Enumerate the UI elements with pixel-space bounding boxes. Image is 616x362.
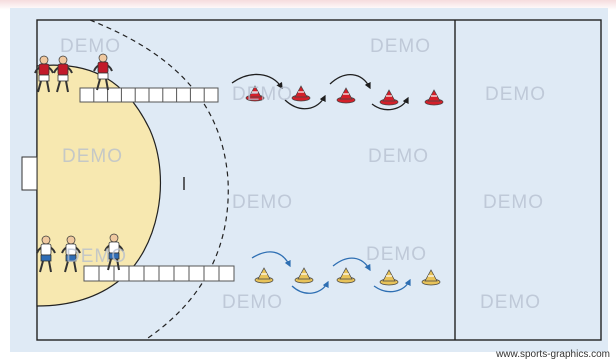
slalom-arrows-bottom (251, 251, 411, 294)
arrow (284, 94, 326, 110)
slalom-arrows-top (231, 73, 409, 111)
arrow (251, 251, 291, 268)
player-white (104, 233, 124, 271)
yellow-cone (336, 267, 356, 284)
arrow (371, 96, 409, 111)
arrow (373, 278, 411, 293)
ladder-top (79, 87, 219, 103)
player-white (36, 235, 56, 273)
player-white (61, 235, 81, 273)
yellow-cone (254, 267, 274, 284)
red-cone (336, 87, 356, 104)
cones-bottom (254, 267, 441, 286)
cones-top (245, 85, 444, 106)
red-cone (245, 85, 265, 102)
goal (21, 156, 38, 191)
arrow (329, 74, 371, 90)
yellow-cone (294, 267, 314, 284)
red-cone (291, 85, 311, 102)
arrow (291, 280, 329, 294)
yellow-cone (379, 269, 399, 286)
arrow (332, 257, 371, 272)
player-red (34, 55, 54, 93)
top-banner-decoration (0, 0, 616, 10)
credit-text: www.sports-graphics.com (496, 349, 610, 360)
players-bottom (36, 233, 124, 273)
red-cone (379, 89, 399, 106)
red-cone (424, 89, 444, 106)
yellow-cone (421, 269, 441, 286)
player-red (93, 53, 113, 91)
arrow (231, 73, 283, 90)
player-red (53, 55, 73, 93)
ladder-bottom (83, 265, 235, 282)
players-top (34, 53, 113, 93)
